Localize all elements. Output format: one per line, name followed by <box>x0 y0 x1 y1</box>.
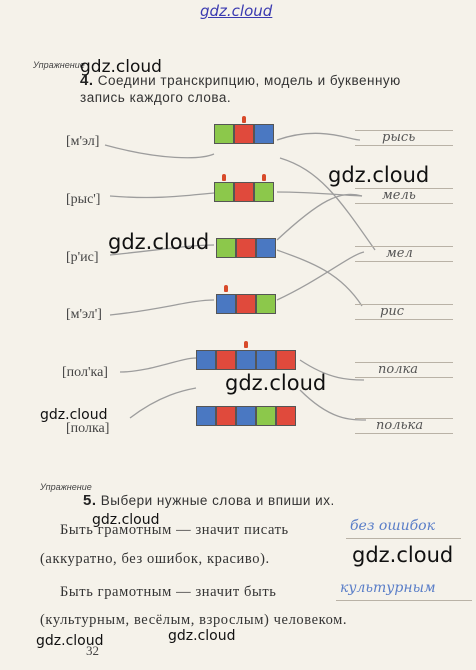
transcription-polka-soft: [пол'ка] <box>62 365 108 380</box>
page-number: 32 <box>86 643 99 658</box>
hard-consonant-square <box>196 406 216 426</box>
hard-consonant-square <box>196 350 216 370</box>
answer-word-6: полька <box>376 418 424 433</box>
watermark: gdz.cloud <box>40 407 108 423</box>
watermark: gdz.cloud <box>36 633 104 649</box>
exercise-5-title: Выбери нужные слова и впиши их. <box>100 493 335 508</box>
writing-line <box>355 203 453 204</box>
hard-consonant-square <box>256 238 276 258</box>
answer-word-2: мель <box>382 188 416 203</box>
soft-consonant-square <box>214 182 234 202</box>
soft-consonant-square <box>256 406 276 426</box>
transcription-mel-soft: [м'эл'] <box>66 307 102 322</box>
writing-line <box>355 261 453 262</box>
sound-model-6 <box>196 406 300 430</box>
answer-word-3: мел <box>386 246 413 261</box>
vowel-square <box>236 294 256 314</box>
vowel-square <box>276 350 296 370</box>
writing-line <box>355 304 453 305</box>
transcription-polka: [полка] <box>66 421 110 436</box>
writing-line <box>355 130 453 131</box>
transcription-mel: [м'эл] <box>66 134 100 149</box>
writing-line <box>355 145 453 146</box>
hard-consonant-square <box>254 124 274 144</box>
instruction-line-1: Соедини транскрипцию, модель и буквенную <box>97 73 401 88</box>
stress-mark <box>242 116 246 123</box>
transcription-ris: [р'ис] <box>66 250 99 265</box>
writing-line <box>355 433 453 434</box>
vowel-square <box>234 124 254 144</box>
sentence-1-options: (аккуратно, без ошибок, красиво). <box>40 551 270 567</box>
watermark: gdz.cloud <box>328 163 430 187</box>
soft-consonant-square <box>254 182 274 202</box>
answer-word-4: рис <box>380 304 404 319</box>
answer-word-5: полка <box>378 362 418 377</box>
writing-line <box>355 246 453 247</box>
exercise-4-instructions: 4. Соедини транскрипцию, модель и буквен… <box>80 72 460 106</box>
watermark: gdz.cloud <box>92 512 160 528</box>
watermark: gdz.cloud <box>168 628 236 644</box>
exercise-label: Упражнение <box>40 482 92 492</box>
sentence-1: Быть грамотным — значит писать <box>60 522 289 539</box>
hard-consonant-square <box>236 406 256 426</box>
writing-line <box>355 362 453 363</box>
exercise-number: 5. <box>83 492 97 509</box>
watermark: gdz.cloud <box>352 543 454 567</box>
hard-consonant-square <box>256 350 276 370</box>
answer-line <box>346 538 461 539</box>
stress-mark <box>262 174 266 181</box>
stress-mark <box>222 174 226 181</box>
stress-mark <box>244 341 248 348</box>
writing-line <box>355 377 453 378</box>
sound-model-4 <box>216 285 280 318</box>
sound-model-5 <box>196 341 300 374</box>
soft-consonant-square <box>216 238 236 258</box>
writing-line <box>355 188 453 189</box>
instruction-line-2: запись каждого слова. <box>80 90 232 105</box>
hard-consonant-square <box>216 294 236 314</box>
vowel-square <box>236 238 256 258</box>
soft-consonant-square <box>256 294 276 314</box>
answer-word-1: рысь <box>382 130 416 145</box>
vowel-square <box>216 406 236 426</box>
vowel-square <box>276 406 296 426</box>
answer-line <box>336 600 472 601</box>
watermark: gdz.cloud <box>80 57 162 77</box>
watermark: gdz.cloud <box>225 371 327 395</box>
vowel-square <box>234 182 254 202</box>
sentence-1-start: Быть грамотным — значит писать <box>60 522 289 538</box>
vowel-square <box>216 350 236 370</box>
transcription-rys: [рыс'] <box>66 192 101 207</box>
sentence-1-answer: без ошибок <box>350 518 435 534</box>
soft-consonant-square <box>214 124 234 144</box>
exercise-5-instructions: 5. Выбери нужные слова и впиши их. <box>83 492 335 509</box>
writing-line <box>355 418 453 419</box>
watermark: gdz.cloud <box>108 230 210 254</box>
sentence-2-answer: культурным <box>340 580 436 596</box>
sentence-2-start: Быть грамотным — значит быть <box>60 584 277 600</box>
sound-model-1 <box>214 116 278 148</box>
writing-line <box>355 319 453 320</box>
stress-mark <box>224 285 228 292</box>
sentence-2-options: (культурным, весёлым, взрослым) человеко… <box>40 612 348 628</box>
watermark: gdz.cloud <box>200 2 273 20</box>
exercise-number: 4. <box>80 72 94 89</box>
exercise-label: Упражнение <box>33 60 85 70</box>
sound-model-2 <box>214 174 278 206</box>
sound-model-3 <box>216 238 280 262</box>
hard-consonant-square <box>236 350 256 370</box>
